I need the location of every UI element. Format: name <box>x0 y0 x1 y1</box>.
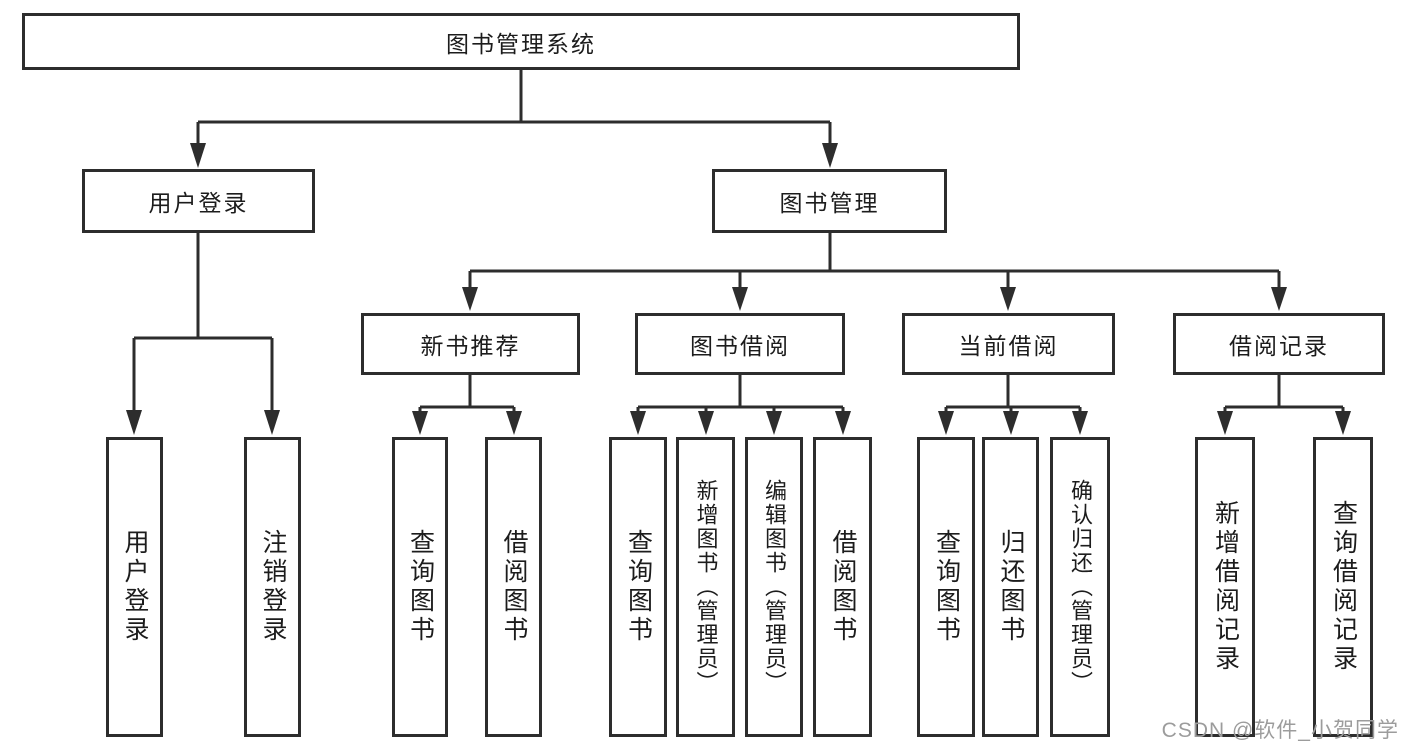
leaf-borrow-edit-book-admin: 编辑图书（管理员） <box>745 437 803 737</box>
node-borrow-records: 借阅记录 <box>1173 313 1385 375</box>
leaf-borrow-add-book-admin: 新增图书（管理员） <box>676 437 735 737</box>
leaf-records-add-record: 新增借阅记录 <box>1195 437 1255 737</box>
leaf-current-confirm-return-admin: 确认归还（管理员） <box>1050 437 1110 737</box>
leaf-current-return-book: 归还图书 <box>982 437 1039 737</box>
leaf-user-login: 用户登录 <box>106 437 163 737</box>
node-library-system: 图书管理系统 <box>22 13 1020 70</box>
node-book-borrow: 图书借阅 <box>635 313 845 375</box>
leaf-borrow-borrow-book: 借阅图书 <box>813 437 872 737</box>
leaf-records-query-record: 查询借阅记录 <box>1313 437 1373 737</box>
leaf-current-query-book: 查询图书 <box>917 437 975 737</box>
node-book-management: 图书管理 <box>712 169 947 233</box>
node-new-book-recommend: 新书推荐 <box>361 313 580 375</box>
watermark: CSDN @软件_小贺同学 <box>1161 719 1399 742</box>
leaf-borrow-query-book: 查询图书 <box>609 437 667 737</box>
node-current-borrow: 当前借阅 <box>902 313 1115 375</box>
node-user-login: 用户登录 <box>82 169 315 233</box>
arrowhead-icons <box>126 143 1351 435</box>
leaf-newbook-query-book: 查询图书 <box>392 437 448 737</box>
leaf-logout: 注销登录 <box>244 437 301 737</box>
leaf-newbook-borrow-book: 借阅图书 <box>485 437 542 737</box>
